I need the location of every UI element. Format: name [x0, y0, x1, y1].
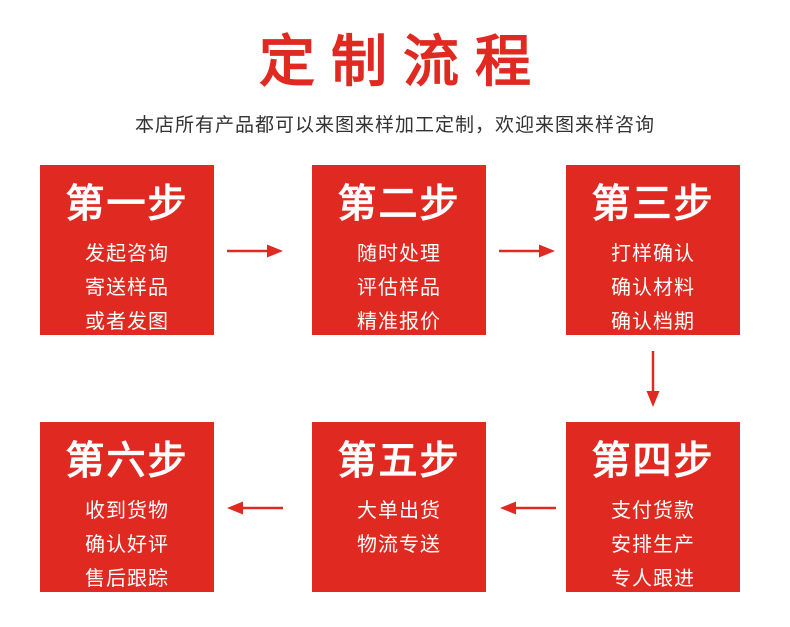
step-3-title: 第三步	[591, 183, 715, 226]
step-1-line-3: 或者发图	[85, 311, 169, 333]
step-2-details: 随时处理 评估样品 精准报价	[312, 237, 486, 339]
step-5-line-2: 物流专送	[357, 534, 441, 556]
step-2-line-2: 评估样品	[357, 277, 441, 299]
step-1-line-2: 寄送样品	[85, 277, 169, 299]
step-2-line-1: 随时处理	[357, 243, 441, 265]
arrow-down-icon	[645, 351, 661, 407]
arrow-right-icon	[227, 243, 283, 259]
page-subtitle: 本店所有产品都可以来图来样加工定制，欢迎来图来样咨询	[134, 115, 655, 136]
step-4-line-1: 支付货款	[611, 500, 695, 522]
step-2-line-3: 精准报价	[357, 311, 441, 333]
step-card-5: 第五步 大单出货 物流专送	[312, 422, 486, 592]
step-1-details: 发起咨询 寄送样品 或者发图	[40, 237, 214, 339]
step-card-2: 第二步 随时处理 评估样品 精准报价	[312, 165, 486, 335]
step-4-line-2: 安排生产	[611, 534, 695, 556]
step-4-title: 第四步	[591, 440, 715, 483]
step-6-title: 第六步	[65, 440, 189, 483]
step-4-line-3: 专人跟进	[611, 568, 695, 590]
step-2-title: 第二步	[337, 183, 461, 226]
arrow-left-icon	[227, 500, 283, 516]
step-card-3: 第三步 打样确认 确认材料 确认档期	[566, 165, 740, 335]
arrow-right-icon	[499, 243, 555, 259]
step-5-title: 第五步	[337, 440, 461, 483]
step-1-line-1: 发起咨询	[85, 243, 169, 265]
step-card-6: 第六步 收到货物 确认好评 售后跟踪	[40, 422, 214, 592]
page-title: 定制流程	[259, 30, 547, 93]
step-1-title: 第一步	[65, 183, 189, 226]
step-5-line-1: 大单出货	[357, 500, 441, 522]
step-card-4: 第四步 支付货款 安排生产 专人跟进	[566, 422, 740, 592]
arrow-left-icon	[500, 500, 556, 516]
step-3-details: 打样确认 确认材料 确认档期	[566, 237, 740, 339]
step-3-line-1: 打样确认	[611, 243, 695, 265]
step-6-details: 收到货物 确认好评 售后跟踪	[40, 494, 214, 596]
step-6-line-2: 确认好评	[85, 534, 169, 556]
step-6-line-3: 售后跟踪	[85, 568, 169, 590]
step-5-details: 大单出货 物流专送	[312, 494, 486, 562]
step-4-details: 支付货款 安排生产 专人跟进	[566, 494, 740, 596]
step-3-line-2: 确认材料	[611, 277, 695, 299]
step-card-1: 第一步 发起咨询 寄送样品 或者发图	[40, 165, 214, 335]
step-3-line-3: 确认档期	[611, 311, 695, 333]
step-6-line-1: 收到货物	[85, 500, 169, 522]
